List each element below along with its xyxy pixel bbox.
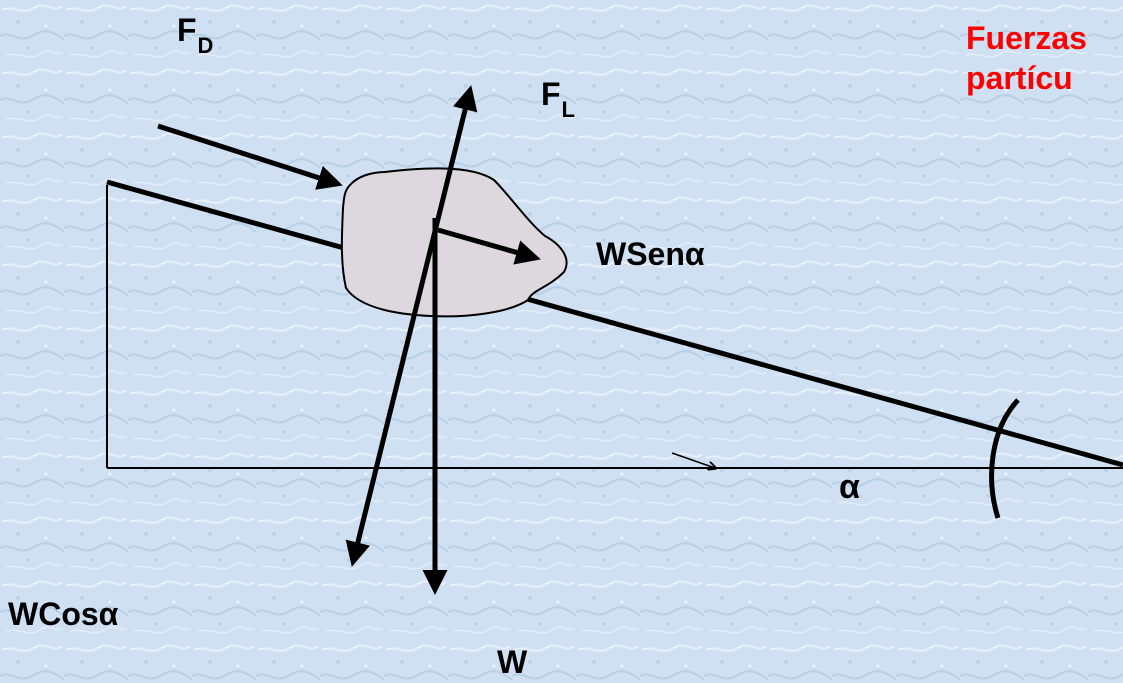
slide-title: Fuerzas partícu [966, 18, 1087, 98]
weight-cosine-label: WCosα [8, 596, 119, 632]
drag-force-symbol: F [177, 12, 197, 48]
lift-force-subscript: L [561, 97, 575, 122]
weight-label: W [497, 644, 528, 680]
incline-surface [106, 179, 1123, 468]
angle-alpha-label: α [839, 468, 860, 506]
lift-force-label: FL [541, 76, 575, 121]
drag-force-subscript: D [197, 33, 214, 58]
base-direction-arrow [671, 452, 715, 468]
angle-arc [989, 398, 1020, 519]
drag-force-arrow [157, 123, 343, 190]
weight-sine-component-arrow [437, 227, 541, 265]
lift-force-symbol: F [541, 76, 561, 112]
drag-force-label: FD [177, 12, 213, 57]
weight-sine-label: WSenα [596, 236, 705, 272]
sediment-particle [340, 167, 568, 318]
slide-title-line-2: partícu [966, 60, 1073, 96]
slide-title-line-1: Fuerzas [966, 20, 1087, 56]
lift-normal-force-arrow [345, 85, 478, 567]
